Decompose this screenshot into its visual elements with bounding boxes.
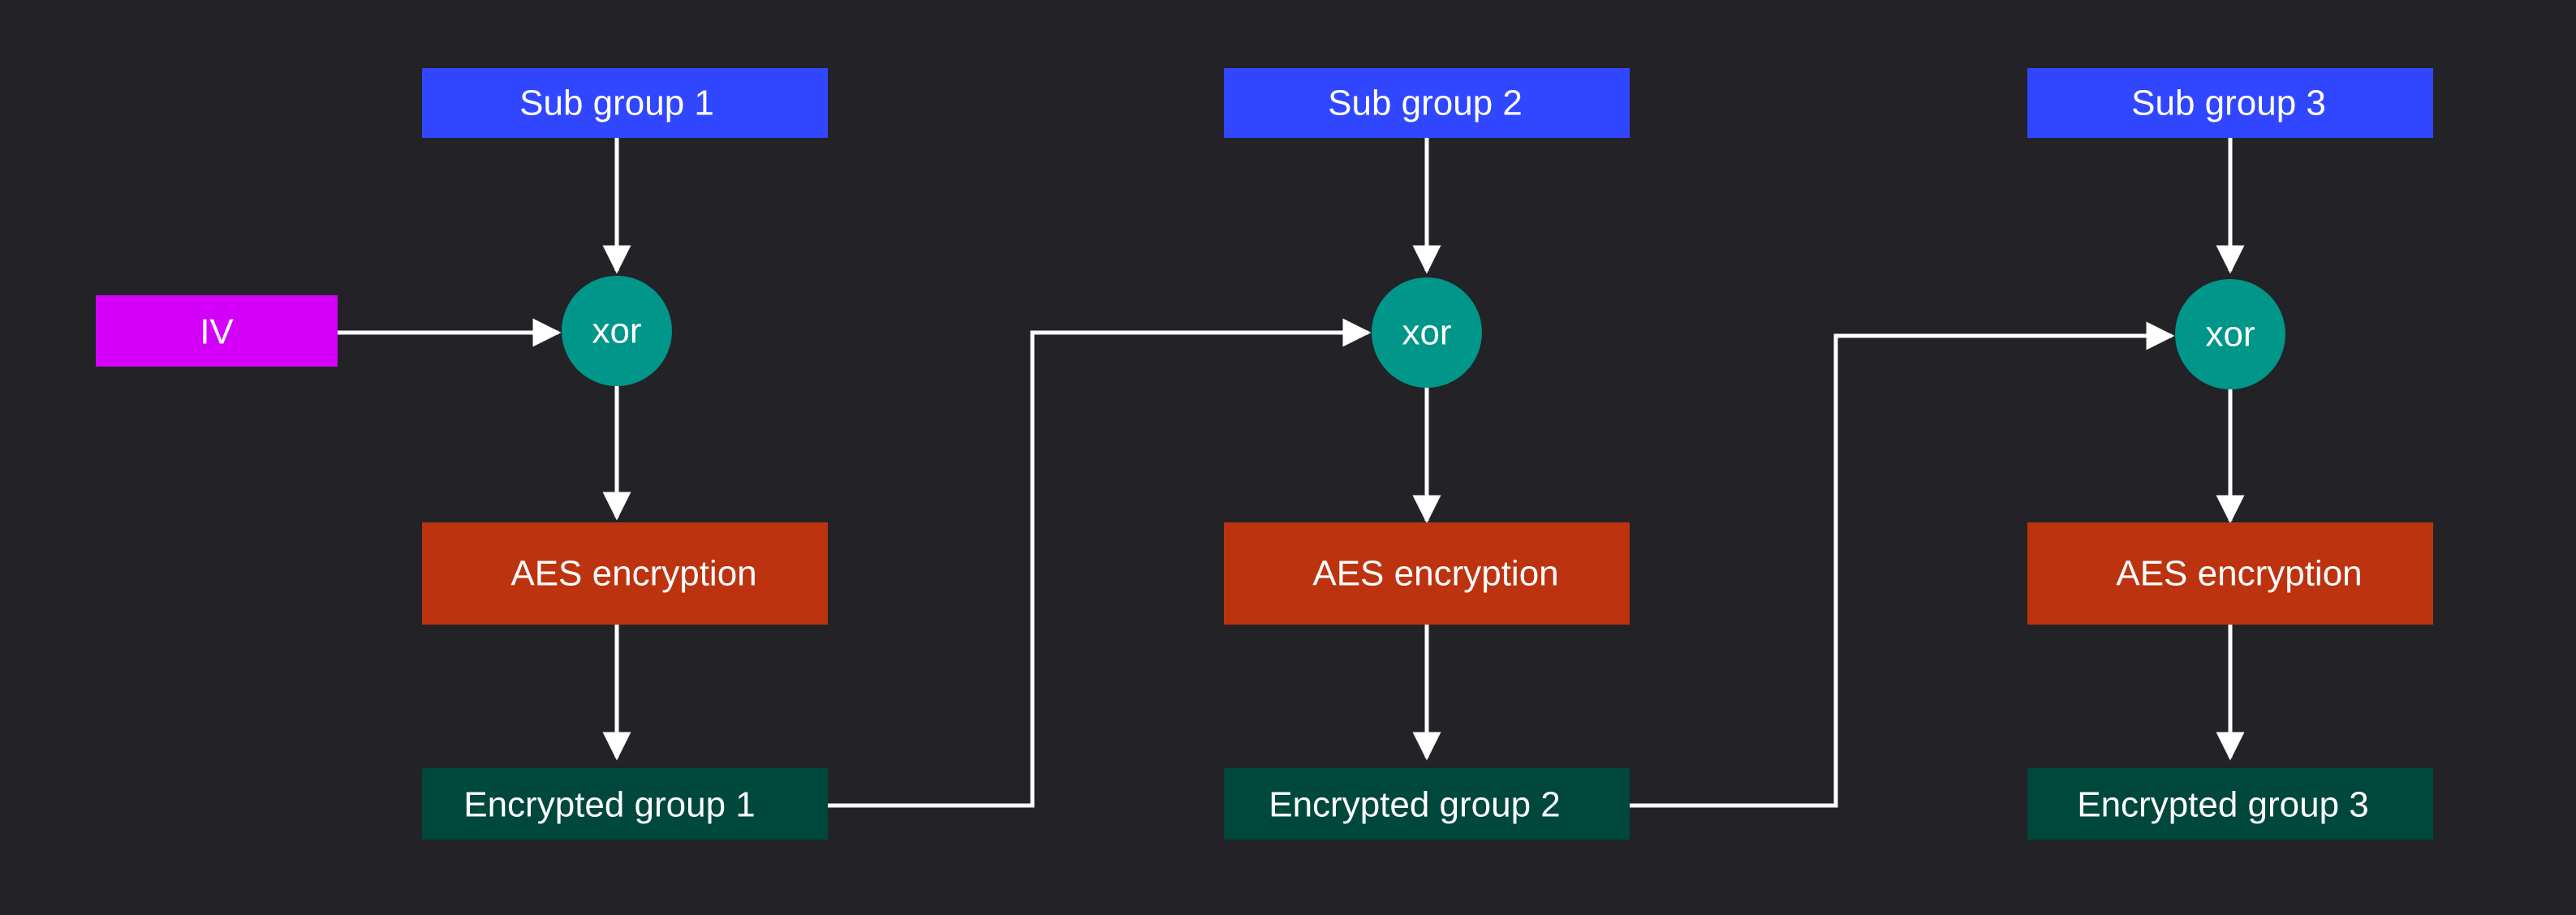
xor-3-circle (2175, 279, 2285, 389)
aes-1-label: AES encryption (510, 554, 756, 594)
xor-3-label: xor (2205, 315, 2255, 354)
aes-2-label: AES encryption (1312, 554, 1558, 594)
aes-3-label: AES encryption (2116, 554, 2362, 594)
encrypted-2-label: Encrypted group 2 (1269, 785, 1561, 825)
sub-group-3-label: Sub group 3 (2131, 84, 2326, 123)
sub-group-3-box (2027, 68, 2433, 138)
edges (338, 138, 2245, 808)
encrypted-1-box (422, 768, 828, 840)
aes-2-box (1224, 522, 1630, 625)
xor-1-label: xor (592, 311, 641, 351)
encrypted-3-box (2027, 768, 2433, 840)
encrypted-1-label: Encrypted group 1 (463, 785, 756, 825)
edge-encrypted-1-to-xor-2 (828, 318, 1372, 808)
xor-2-label: xor (1402, 313, 1451, 353)
encrypted-3-label: Encrypted group 3 (2077, 785, 2369, 825)
xor-2-circle (1372, 277, 1482, 388)
iv-node: IV (96, 295, 338, 367)
aes-1-box (422, 522, 828, 625)
iv-box (96, 295, 338, 367)
group-column-3: Sub group 3 xor AES encryption Encrypted… (2027, 68, 2433, 840)
encrypted-2-box (1224, 768, 1630, 840)
sub-group-1-label: Sub group 1 (519, 84, 714, 123)
group-column-2: Sub group 2 xor AES encryption Encrypted… (1224, 68, 1630, 840)
sub-group-1-box (422, 68, 828, 138)
edge-encrypted-2-to-xor-3 (1630, 321, 2175, 808)
group-column-1: Sub group 1 xor AES encryption Encrypted… (422, 68, 828, 840)
sub-group-2-label: Sub group 2 (1328, 84, 1523, 123)
sub-group-2-box (1224, 68, 1630, 138)
aes-3-box (2027, 522, 2433, 625)
xor-1-circle (562, 276, 672, 386)
iv-label: IV (200, 312, 234, 352)
